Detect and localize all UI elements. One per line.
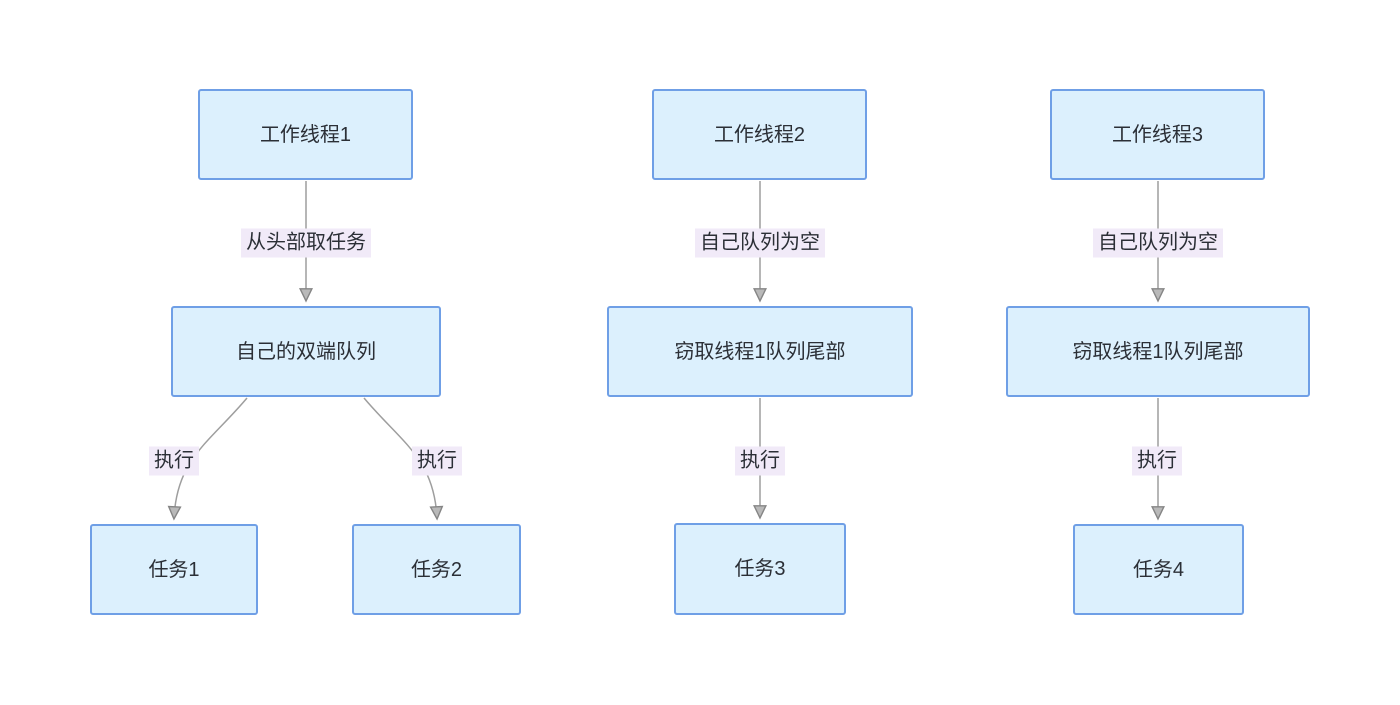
node-task-2: 任务2 — [352, 524, 521, 615]
edge-label-own-queue-empty-2: 自己队列为空 — [695, 228, 825, 258]
node-steal-thread1-queue-tail-2: 窃取线程1队列尾部 — [607, 306, 913, 397]
node-task-1: 任务1 — [90, 524, 258, 615]
node-worker-thread-2: 工作线程2 — [652, 89, 867, 180]
edge-label-take-from-head: 从头部取任务 — [241, 228, 371, 258]
edge-label-own-queue-empty-3: 自己队列为空 — [1093, 228, 1223, 258]
edge-label-execute-task4: 执行 — [1132, 446, 1182, 476]
edge-label-execute-task1: 执行 — [149, 446, 199, 476]
edge-label-execute-task2: 执行 — [412, 446, 462, 476]
edge-label-execute-task3: 执行 — [735, 446, 785, 476]
node-worker-thread-1: 工作线程1 — [198, 89, 413, 180]
node-worker-thread-3: 工作线程3 — [1050, 89, 1265, 180]
node-task-4: 任务4 — [1073, 524, 1244, 615]
node-steal-thread1-queue-tail-3: 窃取线程1队列尾部 — [1006, 306, 1310, 397]
node-task-3: 任务3 — [674, 523, 846, 615]
node-own-deque: 自己的双端队列 — [171, 306, 441, 397]
